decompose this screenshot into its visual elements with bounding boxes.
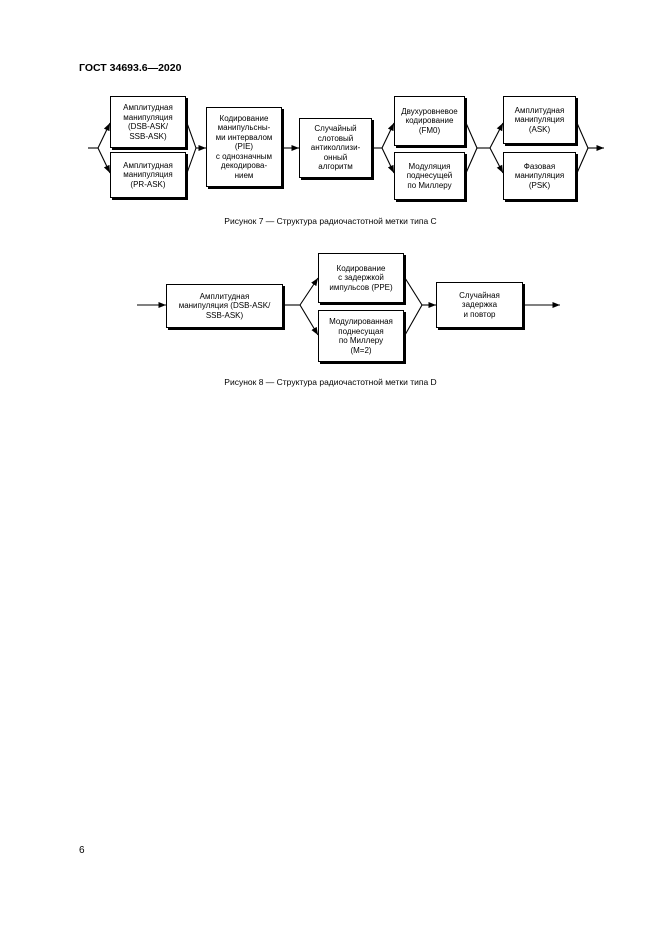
box-miller-modulated-subcarrier: Модулированная поднесущая по Миллеру (M=… (318, 310, 404, 362)
figure7-caption: Рисунок 7 — Структура радиочастотной мет… (224, 216, 437, 226)
box-fm0-coding: Двухуровневое кодирование (FM0) (394, 96, 465, 146)
box-random-delay-repeat: Случайная задержка и повтор (436, 282, 523, 328)
page-number: 6 (79, 845, 85, 856)
box-amplitude-pr-ask: Амплитудная манипуляция (PR-ASK) (110, 152, 186, 198)
box-amplitude-modulation: Амплитудная манипуляция (DSB-ASK/ SSB-AS… (166, 284, 283, 328)
box-amplitude-dsb-ask: Амплитудная манипуляция (DSB-ASK/ SSB-AS… (110, 96, 186, 148)
figure8-caption: Рисунок 8 — Структура радиочастотной мет… (224, 377, 437, 387)
box-ask-modulation: Амплитудная манипуляция (ASK) (503, 96, 576, 144)
box-miller-subcarrier: Модуляция поднесущей по Миллеру (394, 152, 465, 200)
box-ppe-coding: Кодирование с задержкой импульсов (PPE) (318, 253, 404, 303)
box-pie-coding: Кодирование манипульсны- ми интервалом (… (206, 107, 282, 187)
box-random-slot-anticollision: Случайный слотовый антиколлизи- онный ал… (299, 118, 372, 178)
box-psk-modulation: Фазовая манипуляция (PSK) (503, 152, 576, 200)
document-header: ГОСТ 34693.6—2020 (79, 62, 182, 74)
